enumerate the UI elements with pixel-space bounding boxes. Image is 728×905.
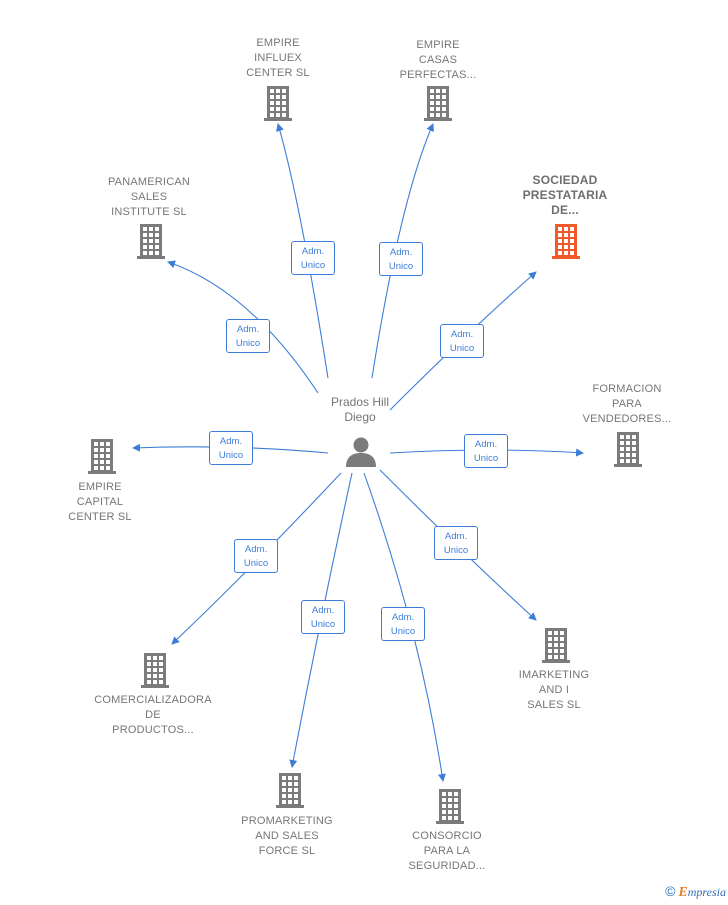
company-label-consorcio[interactable]: CONSORCIO PARA LA SEGURIDAD... — [408, 830, 486, 872]
edge-empire-influex — [276, 123, 329, 379]
building-icon[interactable] — [424, 85, 452, 126]
building-icon[interactable] — [88, 438, 116, 479]
building-icon[interactable] — [276, 772, 304, 813]
company-label-empire-casas[interactable]: EMPIRE CASAS PERFECTAS... — [399, 39, 477, 81]
role-badge: Adm. Unico — [440, 324, 484, 358]
company-label-empire-influex[interactable]: EMPIRE INFLUEX CENTER SL — [246, 37, 310, 79]
role-badge: Adm. Unico — [301, 600, 345, 634]
building-icon[interactable] — [137, 223, 165, 264]
company-label-sociedad[interactable]: SOCIEDAD PRESTATARIA DE... — [522, 173, 608, 217]
role-badge: Adm. Unico — [381, 607, 425, 641]
role-badge: Adm. Unico — [464, 434, 508, 468]
brand-initial: E — [678, 885, 688, 900]
company-label-panamerican[interactable]: PANAMERICAN SALES INSTITUTE SL — [107, 176, 191, 218]
building-icon[interactable] — [264, 85, 292, 126]
edge-panamerican — [167, 260, 319, 394]
building-icon[interactable] — [614, 431, 642, 472]
role-badge: Adm. Unico — [434, 526, 478, 560]
building-icon[interactable] — [552, 223, 580, 264]
edge-empire-casas — [371, 123, 434, 379]
brand-name: mpresia — [687, 885, 726, 899]
company-label-promarketing[interactable]: PROMARKETING AND SALES FORCE SL — [241, 815, 333, 857]
person-icon[interactable] — [344, 436, 378, 468]
center-person-name[interactable]: Prados Hill Diego — [330, 395, 390, 424]
building-icon[interactable] — [436, 788, 464, 829]
company-label-empire-capital[interactable]: EMPIRE CAPITAL CENTER SL — [68, 481, 132, 523]
role-badge: Adm. Unico — [379, 242, 423, 276]
copyright-symbol: © — [665, 883, 676, 899]
brand-watermark: © Empresia — [665, 883, 726, 901]
building-icon[interactable] — [141, 652, 169, 693]
role-badge: Adm. Unico — [226, 319, 270, 353]
company-label-formacion[interactable]: FORMACION PARA VENDEDORES... — [582, 383, 672, 425]
building-icon[interactable] — [542, 627, 570, 668]
company-label-comercializadora[interactable]: COMERCIALIZADORA DE PRODUCTOS... — [94, 694, 212, 736]
company-label-imarketing[interactable]: IMARKETING AND I SALES SL — [518, 669, 590, 711]
role-badge: Adm. Unico — [209, 431, 253, 465]
role-badge: Adm. Unico — [291, 241, 335, 275]
role-badge: Adm. Unico — [234, 539, 278, 573]
